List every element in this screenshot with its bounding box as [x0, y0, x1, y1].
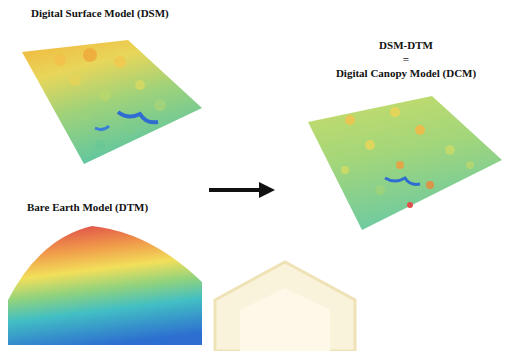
- formula-text: DSM-DTM: [275, 38, 531, 52]
- panel-heading: Digital Surface Model (DSM): [31, 6, 209, 20]
- equals-sign: =: [275, 52, 531, 66]
- surface-panel: Bare Earth Model (DTM): [5, 182, 209, 347]
- flow-arrow: [209, 182, 275, 198]
- surface-panel: DSM-DTM=Digital Canopy Model (DCM): [275, 38, 531, 233]
- surface-panel: Digital Surface Model (DSM): [5, 4, 209, 174]
- panel-heading: Digital Canopy Model (DCM): [275, 66, 531, 80]
- panel-heading: Bare Earth Model (DTM): [27, 200, 209, 214]
